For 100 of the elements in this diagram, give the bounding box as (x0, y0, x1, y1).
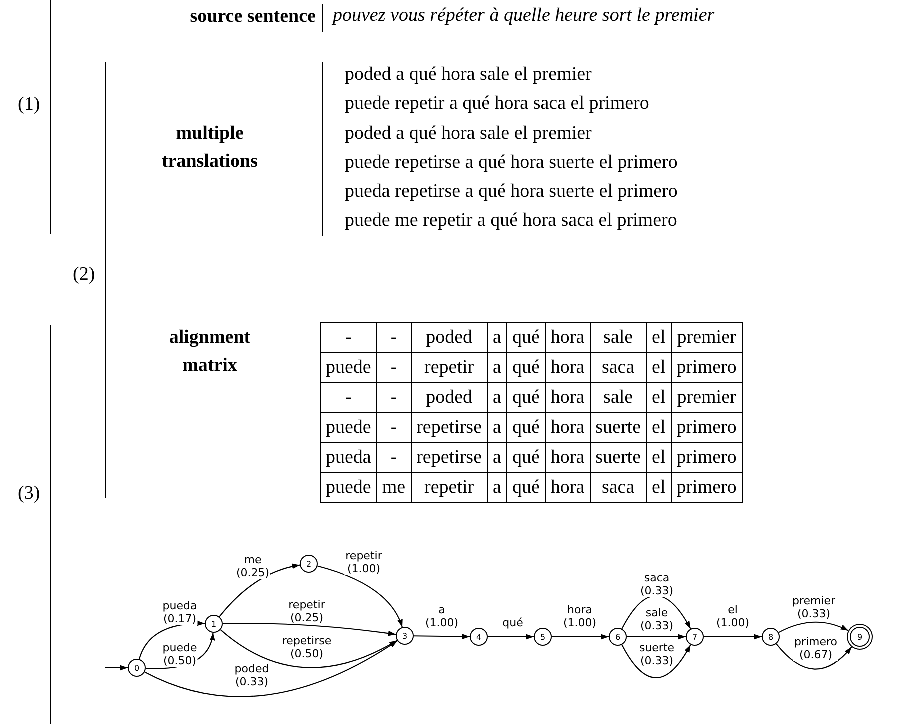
matrix-cell: qué (506, 442, 546, 472)
matrix-cell: sale (590, 322, 647, 352)
state-circle: 5 (534, 628, 552, 646)
matrix-cell: qué (506, 322, 546, 352)
matrix-cell: qué (506, 472, 546, 502)
edge-label: repetirse (0.50) (281, 635, 333, 661)
translation-sentence: pueda repetirse a qué hora suerte el primero (345, 180, 678, 204)
source-sentence: pouvez vous répéter à quelle heure sort le premier (333, 5, 715, 27)
row-heading: alignment matrix (168, 326, 252, 378)
state-circle: 6 (609, 628, 627, 646)
translation-sentence: puede repetir a qué hora saca el primero (345, 92, 650, 116)
state-circle: 1 (205, 615, 223, 633)
matrix-cell: el (646, 352, 672, 382)
matrix-cell: el (646, 412, 672, 442)
matrix-cell: a (488, 352, 507, 382)
state-circle: 3 (396, 627, 414, 645)
edge-label: pueda (0.17) (162, 600, 198, 626)
edge-label: saca (0.33) (639, 572, 675, 598)
matrix-cell: primero (671, 442, 742, 472)
arrow (704, 634, 762, 640)
translation-sentence: poded a qué hora sale el premier (345, 63, 593, 87)
edge-label: qué (502, 618, 524, 630)
matrix-cell: primero (671, 412, 742, 442)
arrow (622, 644, 692, 678)
matrix-cell: premier (671, 382, 742, 412)
matrix-cell: sale (590, 382, 647, 412)
matrix-cell: suerte (590, 442, 647, 472)
arrow (219, 564, 300, 618)
matrix-cell: a (488, 322, 507, 352)
arrow (552, 634, 609, 640)
matrix-cell: - (320, 322, 377, 352)
arrow (223, 623, 396, 636)
translation-sentence: poded a qué hora sale el premier (345, 122, 593, 146)
matrix-cell: saca (590, 472, 647, 502)
matrix-cell: saca (590, 352, 647, 382)
edge-label: repetir (0.25) (288, 599, 326, 625)
translation-sentence: puede repetirse a qué hora suerte el primero (345, 150, 678, 175)
step-number: (2) (73, 264, 96, 286)
matrix-cell: - (376, 412, 412, 442)
edge-label: a (1.00) (424, 604, 460, 630)
matrix-cell: - (376, 352, 412, 382)
row-heading: source sentence (190, 5, 316, 29)
arrow (488, 634, 534, 640)
matrix-cell: el (646, 442, 672, 472)
matrix-cell: el (646, 322, 672, 352)
matrix-cell: primero (671, 472, 742, 502)
matrix-cell: pueda (320, 442, 377, 472)
matrix-cell: qué (506, 412, 546, 442)
matrix-cell: a (488, 382, 507, 412)
edge-label: suerte (0.33) (638, 642, 676, 668)
matrix-cell: puede (320, 472, 377, 502)
state-circle: 9 (850, 627, 870, 647)
arrow (105, 665, 128, 671)
arrow (144, 640, 398, 698)
matrix-cell: qué (506, 382, 546, 412)
arrow (627, 634, 686, 640)
matrix-cell: el (646, 472, 672, 502)
matrix-cell: hora (545, 382, 590, 412)
matrix-cell: - (320, 382, 377, 412)
matrix-cell: puede (320, 412, 377, 442)
matrix-cell: repetirse (411, 442, 488, 472)
arrow (318, 566, 403, 628)
matrix-cell: poded (411, 322, 488, 352)
matrix-cell: hora (545, 472, 590, 502)
matrix-cell: repetirse (411, 412, 488, 442)
edge-label: repetir (1.00) (344, 550, 384, 576)
matrix-cell: premier (671, 322, 742, 352)
matrix-cell: puede (320, 352, 377, 382)
edge-label: puede (0.50) (162, 642, 198, 668)
translation-sentence: puede me repetir a qué hora saca el primero (345, 209, 678, 234)
state-circle: 2 (300, 555, 318, 573)
matrix-cell: repetir (411, 352, 488, 382)
state-circle: 8 (762, 628, 780, 646)
arrow (622, 596, 692, 630)
matrix-cell: - (376, 442, 412, 472)
state-circle: 4 (470, 628, 488, 646)
edge-label: hora (1.00) (562, 604, 598, 630)
matrix-cell: me (376, 472, 412, 502)
arrow (776, 644, 852, 670)
matrix-cell: qué (506, 352, 546, 382)
arrow (220, 630, 398, 668)
matrix-cell: hora (545, 352, 590, 382)
edge-label: poded (0.33) (234, 663, 270, 689)
step-number: (1) (18, 94, 40, 116)
matrix-cell: suerte (590, 412, 647, 442)
matrix-cell: - (376, 382, 412, 412)
arrow (414, 634, 470, 640)
arrow (778, 622, 849, 634)
matrix-cell: el (646, 382, 672, 412)
matrix-cell: repetir (411, 472, 488, 502)
edge-label: el (1.00) (715, 604, 751, 630)
state-circle: 7 (686, 628, 704, 646)
matrix-cell: a (488, 472, 507, 502)
matrix-cell: hora (545, 442, 590, 472)
row-heading: multiple translations (160, 122, 260, 174)
edge-label: premier (0.33) (791, 595, 837, 621)
matrix-cell: poded (411, 382, 488, 412)
matrix-cell: a (488, 412, 507, 442)
edge-label: me (0.25) (235, 554, 271, 580)
edge-label: primero (0.67) (793, 636, 839, 662)
